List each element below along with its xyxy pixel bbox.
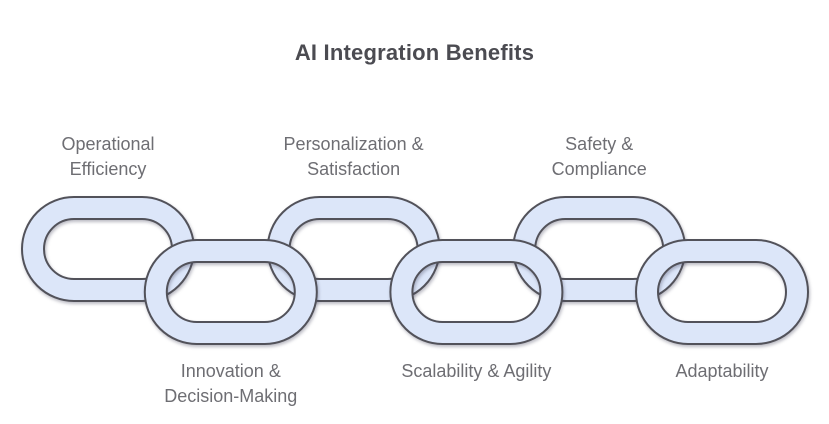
chain-link-adaptability — [635, 239, 809, 345]
chain-link-personalization-satisfaction — [266, 196, 441, 302]
link-label-scalability-agility: Scalability & Agility — [401, 361, 551, 381]
link-label-innovation-decision-making: Innovation &Decision-Making — [164, 361, 297, 406]
chain-link-innovation-decision-making — [143, 239, 318, 345]
chain-link-safety-compliance — [512, 196, 687, 302]
link-label-adaptability: Adaptability — [675, 361, 768, 381]
chain-link-scalability-agility — [389, 239, 564, 345]
link-label-safety-compliance: Safety &Compliance — [552, 134, 647, 179]
link-label-personalization-satisfaction: Personalization &Satisfaction — [284, 134, 424, 179]
page-title: AI Integration Benefits — [294, 40, 535, 65]
chain-link-operational-efficiency — [21, 196, 195, 302]
